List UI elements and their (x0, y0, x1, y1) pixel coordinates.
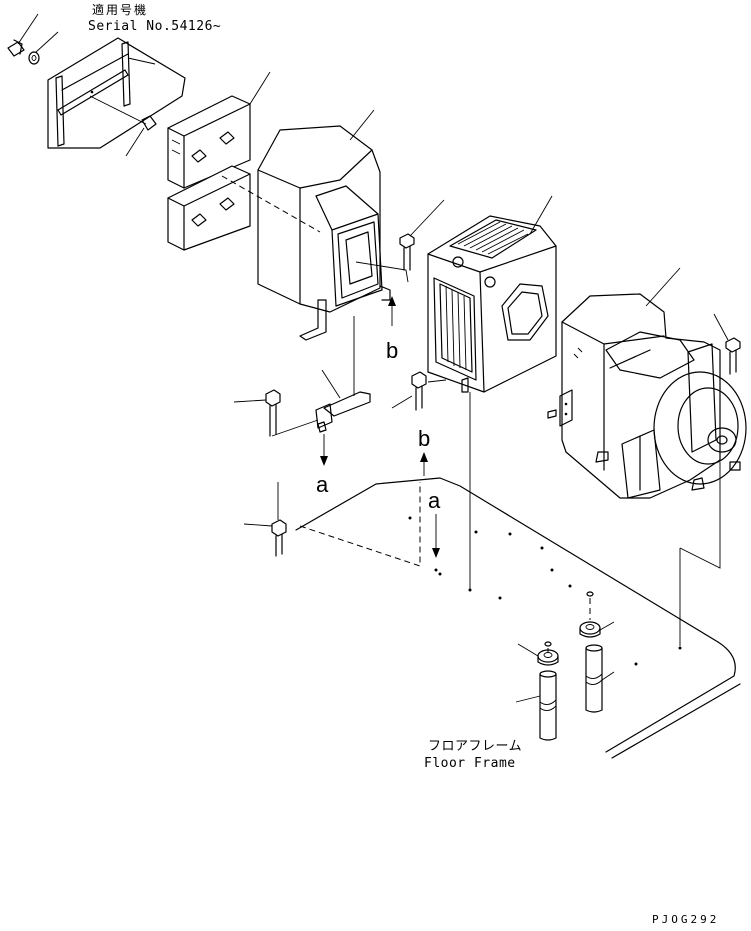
pipe-right (585, 644, 615, 713)
arrow-a1 (320, 434, 328, 466)
bolt-blower (713, 313, 741, 375)
clamp-bracket-callout (47, 37, 186, 149)
pipe-left (515, 670, 557, 741)
serial-number-note: Serial No.54126~ (88, 19, 222, 34)
small-clip (89, 95, 157, 157)
filter-case (221, 109, 409, 341)
drawing-code: PJOG292 (652, 913, 720, 926)
arrow-a2 (432, 514, 440, 558)
reference-mark-a-right: a (428, 488, 441, 513)
reference-mark-b-upper: b (386, 338, 399, 363)
floor-frame (295, 392, 741, 759)
reference-mark-b-lower: b (418, 426, 431, 451)
bolt-stay (233, 389, 319, 437)
heater-core (427, 195, 557, 393)
stay-bracket (315, 316, 371, 433)
arrow-b2 (420, 452, 428, 476)
reference-mark-a-left: a (316, 472, 329, 497)
arrow-b1 (388, 296, 396, 326)
grommet-right (579, 591, 615, 638)
filter-element-upper (167, 71, 271, 189)
bolt-floor-left (243, 482, 287, 557)
filter-element-lower (167, 165, 251, 251)
floor-frame-label-en: Floor Frame (424, 756, 516, 771)
grommet-left (517, 641, 559, 666)
bolt-heater-left (391, 371, 447, 411)
floor-frame-label-jp: フロアフレーム (428, 739, 523, 754)
blower-unit (547, 267, 747, 499)
bolt-heater-top (399, 199, 445, 271)
wing-nut (7, 13, 59, 65)
applicable-serial-heading: 適用号機 (92, 3, 149, 17)
